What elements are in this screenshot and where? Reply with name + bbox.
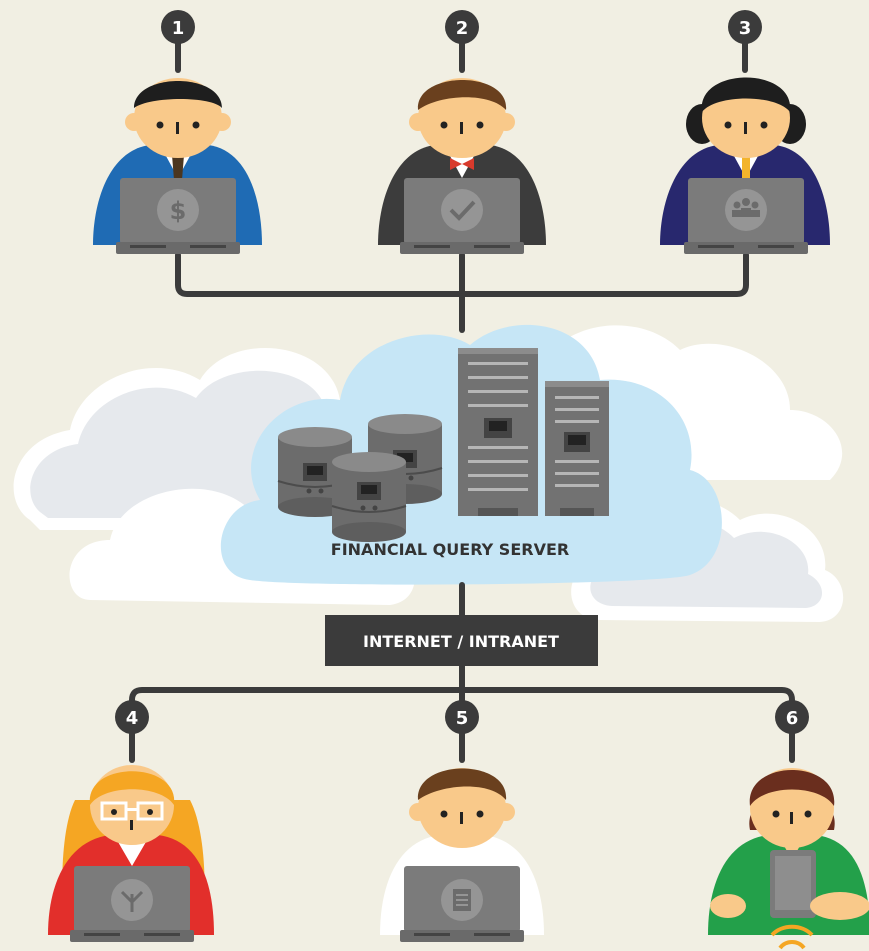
branch-icon: [120, 890, 144, 912]
user-6: [708, 768, 869, 950]
document-icon: [453, 889, 471, 911]
server-racks: [458, 348, 609, 516]
user-4: [48, 765, 214, 942]
badge-1-number: 1: [172, 18, 185, 39]
badge-3-number: 3: [739, 18, 752, 39]
database-drums: [277, 413, 443, 543]
badge-1: 1: [161, 10, 195, 44]
badge-5: 5: [445, 700, 479, 734]
badge-6-number: 6: [786, 708, 799, 729]
user-2: [378, 78, 546, 254]
badge-5-number: 5: [456, 708, 469, 729]
checkmark-icon: [449, 200, 476, 221]
user-3: [660, 77, 830, 254]
badge-2: 2: [445, 10, 479, 44]
user-5: [380, 768, 544, 942]
badge-6: 6: [775, 700, 809, 734]
badge-3: 3: [728, 10, 762, 44]
badge-4-number: 4: [126, 708, 139, 729]
dollar-icon: $: [170, 197, 187, 225]
server-label: FINANCIAL QUERY SERVER: [331, 540, 569, 559]
badge-4: 4: [115, 700, 149, 734]
svg-text:$: $: [170, 197, 187, 225]
network-label-box: [325, 615, 598, 666]
badge-2-number: 2: [456, 18, 469, 39]
tablet-icon: [770, 850, 816, 918]
connection-lines: [129, 37, 795, 763]
network-label: INTERNET / INTRANET: [363, 632, 559, 651]
team-icon: [732, 198, 760, 217]
user-1: $: [93, 78, 262, 254]
